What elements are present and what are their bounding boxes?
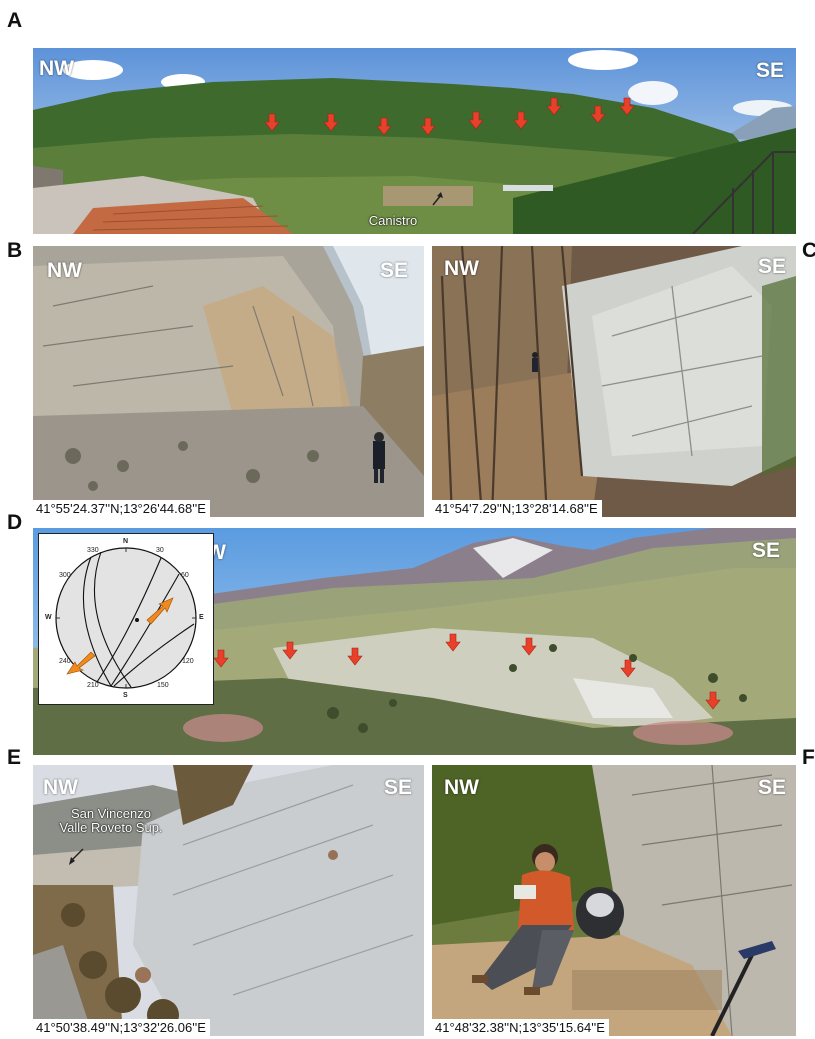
red-arrow-marker xyxy=(420,117,436,136)
red-arrow-group-d xyxy=(213,633,721,710)
coordinates-b: 41°55'24.37''N;13°26'44.68''E xyxy=(33,500,210,517)
photo-e-slope-road: NW SE San Vincenzo Valle Roveto Sup. 41°… xyxy=(33,765,424,1036)
direction-label-nw: NW xyxy=(444,257,479,280)
direction-label-se: SE xyxy=(757,776,786,799)
red-arrow-marker xyxy=(347,647,363,666)
red-arrow-group-a xyxy=(264,97,635,136)
direction-label-se: SE xyxy=(383,776,412,799)
red-arrow-marker xyxy=(619,97,635,116)
slip-arrow-sw xyxy=(66,651,96,675)
valley-scene xyxy=(33,48,796,234)
red-arrow-marker xyxy=(590,105,606,124)
red-arrow-marker xyxy=(620,659,636,678)
direction-label-nw: NW xyxy=(47,259,82,282)
red-arrow-marker xyxy=(264,113,280,132)
stereonet-tick: 30 xyxy=(156,547,164,554)
stereonet-tick: 240 xyxy=(59,658,71,665)
stereonet-plot xyxy=(55,547,197,689)
photo-b-fault-scarp: NW SE 41°55'24.37''N;13°26'44.68''E xyxy=(33,246,424,517)
stereonet-tick: 150 xyxy=(157,682,169,689)
village-label-canistro: Canistro xyxy=(368,213,418,228)
panel-letter-d: D xyxy=(7,511,23,534)
stereonet-tick: 330 xyxy=(87,547,99,554)
direction-label-nw: NW xyxy=(39,57,74,80)
cliff-scene-c xyxy=(432,246,796,517)
photo-a-valley-panorama: NW SE Canistro xyxy=(33,48,796,234)
red-arrow-marker xyxy=(521,637,537,656)
panel-letter-a: A xyxy=(7,9,23,32)
photo-d-hillside-scarp: NW SE N E S W xyxy=(33,528,796,755)
red-arrow-marker xyxy=(705,691,721,710)
panel-letter-f: F xyxy=(802,746,815,769)
photo-f-geologist-outcrop: NW SE 41°48'32.38''N;13°35'15.64''E xyxy=(432,765,796,1036)
direction-label-se: SE xyxy=(757,255,786,278)
panel-letter-c: C xyxy=(802,239,815,262)
red-arrow-marker xyxy=(376,117,392,136)
direction-label-se: SE xyxy=(751,539,780,562)
town-label-san-vincenzo: San Vincenzo Valle Roveto Sup. xyxy=(49,807,173,835)
red-arrow-marker xyxy=(513,111,529,130)
direction-label-nw: NW xyxy=(43,776,78,799)
direction-label-nw: NW xyxy=(444,776,479,799)
red-arrow-marker xyxy=(323,113,339,132)
stereonet-west: W xyxy=(45,614,52,621)
stereonet-east: E xyxy=(199,614,204,621)
red-arrow-marker xyxy=(213,649,229,668)
town-label-line1: San Vincenzo xyxy=(71,806,151,821)
direction-label-se: SE xyxy=(379,259,408,282)
slip-arrow-ne xyxy=(146,597,174,625)
panel-letter-e: E xyxy=(7,746,22,769)
coordinates-e: 41°50'38.49''N;13°32'26.06''E xyxy=(33,1019,210,1036)
stereonet-south: S xyxy=(123,692,128,699)
outcrop-scene-f xyxy=(432,765,796,1036)
stereonet-tick: 210 xyxy=(87,682,99,689)
red-arrow-marker xyxy=(546,97,562,116)
stereonet-north: N xyxy=(123,538,129,545)
town-label-line2: Valle Roveto Sup. xyxy=(59,820,163,835)
red-arrow-marker xyxy=(468,111,484,130)
coordinates-c: 41°54'7.29''N;13°28'14.68''E xyxy=(432,500,602,517)
stereonet-tick: 120 xyxy=(182,658,194,665)
red-arrow-marker xyxy=(445,633,461,652)
coordinates-f: 41°48'32.38''N;13°35'15.64''E xyxy=(432,1019,609,1036)
stereonet-tick: 300 xyxy=(59,572,71,579)
photo-c-fault-plane-forest: NW SE 41°54'7.29''N;13°28'14.68''E xyxy=(432,246,796,517)
direction-label-se: SE xyxy=(755,59,784,82)
cliff-scene-b xyxy=(33,246,424,517)
red-arrow-marker xyxy=(282,641,298,660)
stereonet-inset: N E S W 30 60 120 150 210 240 300 330 xyxy=(38,533,214,705)
panel-letter-b: B xyxy=(7,239,23,262)
stereonet-tick: 60 xyxy=(181,572,189,579)
slope-scene-e xyxy=(33,765,424,1036)
